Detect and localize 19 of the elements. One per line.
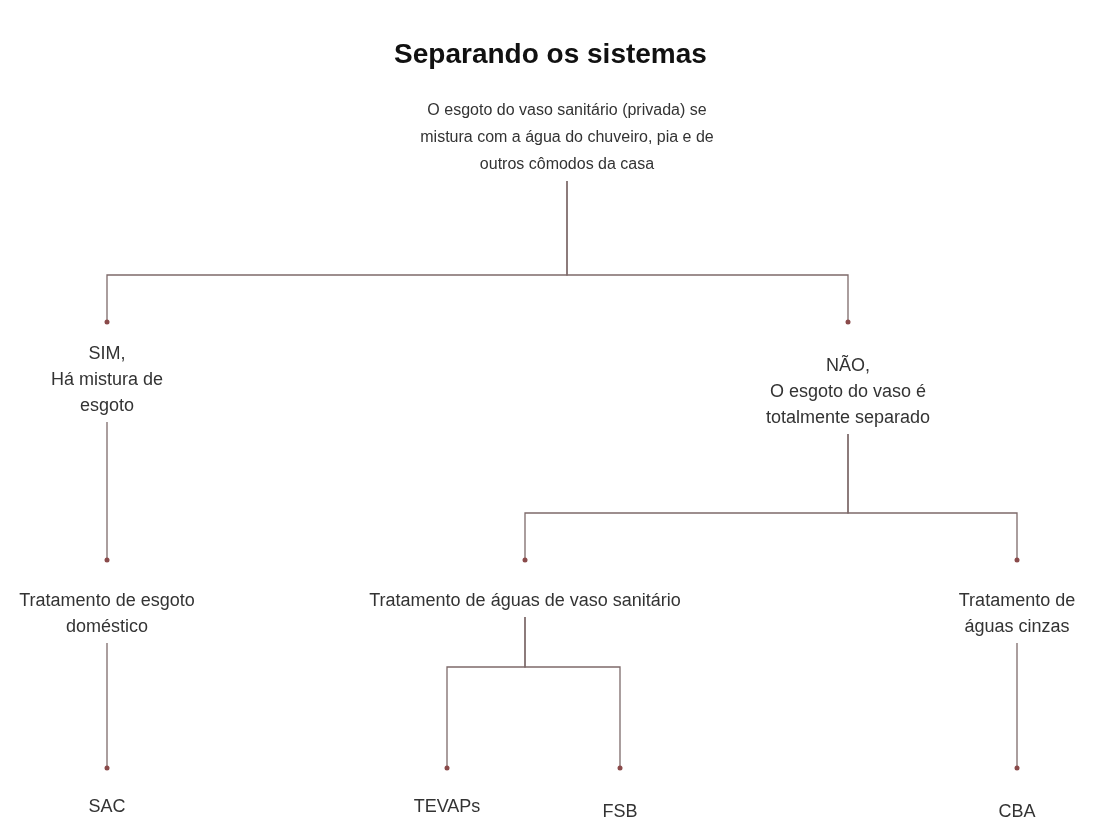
branch-label: Tratamento de águas cinzas	[957, 589, 1077, 638]
connector-line	[1014, 642, 1020, 771]
connector-line	[524, 616, 623, 771]
connector-line	[104, 421, 110, 563]
question-text: O esgoto do vaso sanitário (privada) se mistura com a água do chuveiro, pia e de outros cômodos da casa	[419, 100, 715, 174]
branch-label: CBA	[997, 800, 1037, 823]
branch-label: NÃO,	[825, 354, 871, 377]
branch-label: SAC	[87, 795, 127, 818]
branch-label: Tratamento de esgoto doméstico	[18, 589, 196, 638]
branch-label: Tratamento de águas de vaso sanitário	[368, 589, 682, 612]
connector-line	[566, 180, 851, 325]
branch-label: Há mistura de esgoto	[49, 368, 164, 417]
connector-line	[847, 433, 1020, 563]
connector-line	[104, 642, 110, 771]
branch-label: FSB	[601, 800, 639, 823]
branch-label: SIM,	[87, 342, 127, 365]
branch-label: TEVAPs	[412, 795, 482, 818]
title: Separando os sistemas	[394, 38, 707, 69]
branch-label: O esgoto do vaso é totalmente separado	[764, 380, 932, 429]
